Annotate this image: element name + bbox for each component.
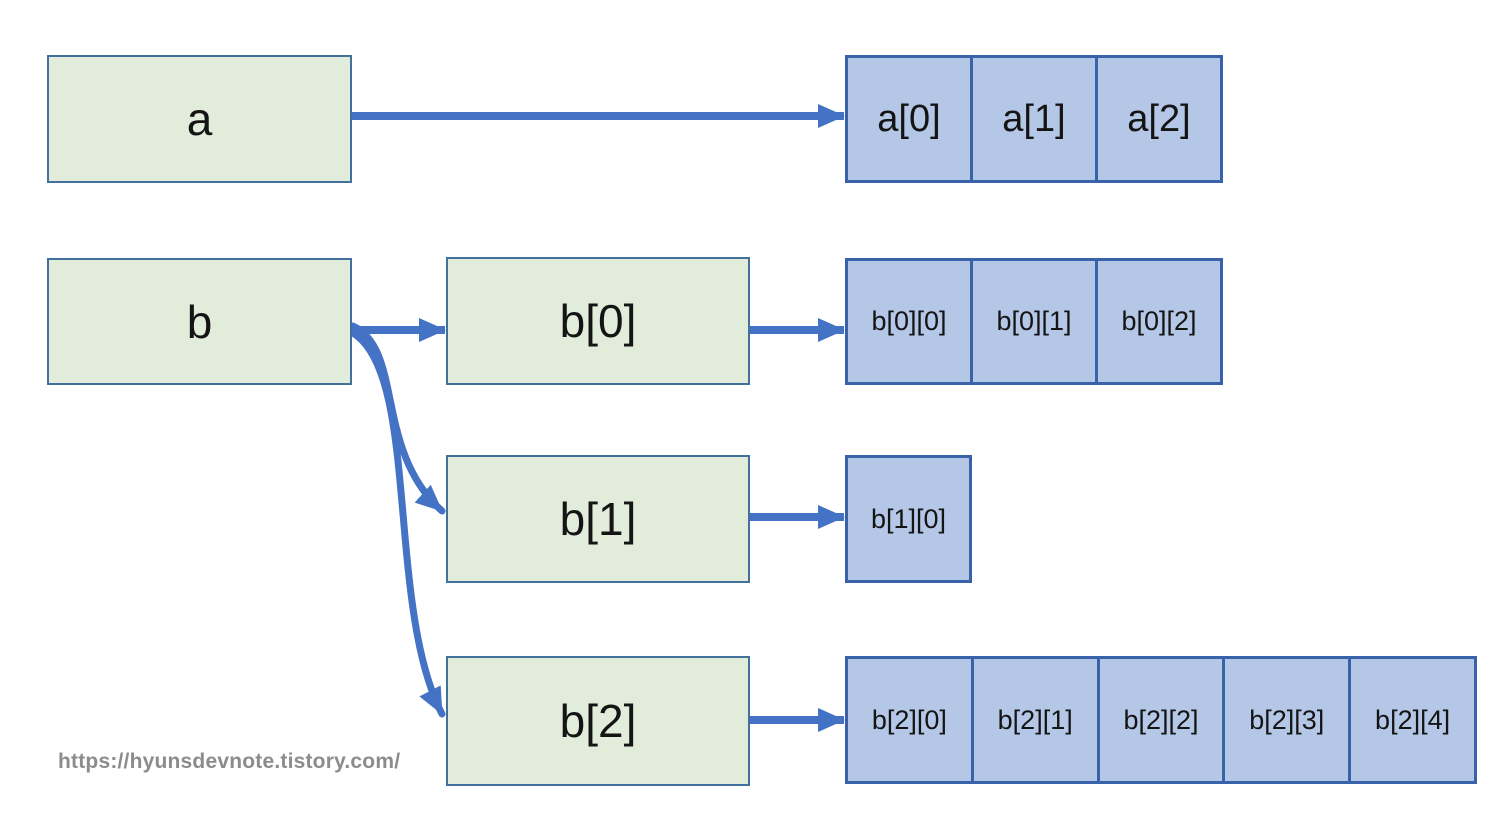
arrow-b-to-b2-curve <box>349 329 446 718</box>
array-b0-cell-2: b[0][2] <box>1095 261 1220 382</box>
array-b1-cell-0: b[1][0] <box>870 503 947 534</box>
pointer-box-b1-label: b[1] <box>559 493 637 545</box>
array-b2-cell-1: b[2][1] <box>970 659 1097 781</box>
array-b2-cell-4: b[2][4] <box>1348 659 1474 781</box>
watermark-url: https://hyunsdevnote.tistory.com/ <box>58 750 401 773</box>
array-b1: b[1][0] <box>845 455 972 583</box>
array-b2: b[2][0] b[2][1] b[2][2] b[2][3] b[2][4] <box>845 656 1477 784</box>
pointer-box-b2-label: b[2] <box>559 695 637 747</box>
pointer-box-b2: b[2] <box>446 656 750 786</box>
array-a-cell-1: a[1] <box>970 58 1095 180</box>
array-b2-cell-2: b[2][2] <box>1096 659 1223 781</box>
array-a: a[0] a[1] a[2] <box>845 55 1223 183</box>
array-b0-cell-1: b[0][1] <box>970 261 1095 382</box>
array-b2-cell-0: b[2][0] <box>871 704 947 735</box>
pointer-box-b0-label: b[0] <box>559 295 637 347</box>
array-a-cell-2: a[2] <box>1095 58 1220 180</box>
pointer-box-a-label: a <box>186 93 213 145</box>
array-b0: b[0][0] b[0][1] b[0][2] <box>845 258 1223 385</box>
array-b2-cell-3: b[2][3] <box>1222 659 1348 781</box>
pointer-box-b0: b[0] <box>446 257 750 385</box>
pointer-box-b-label: b <box>186 295 213 348</box>
pointer-box-a: a <box>47 55 352 183</box>
pointer-box-b: b <box>47 258 352 385</box>
array-a-cell-0: a[0] <box>877 97 941 140</box>
pointer-box-b1: b[1] <box>446 455 750 583</box>
array-b0-cell-0: b[0][0] <box>871 306 947 336</box>
